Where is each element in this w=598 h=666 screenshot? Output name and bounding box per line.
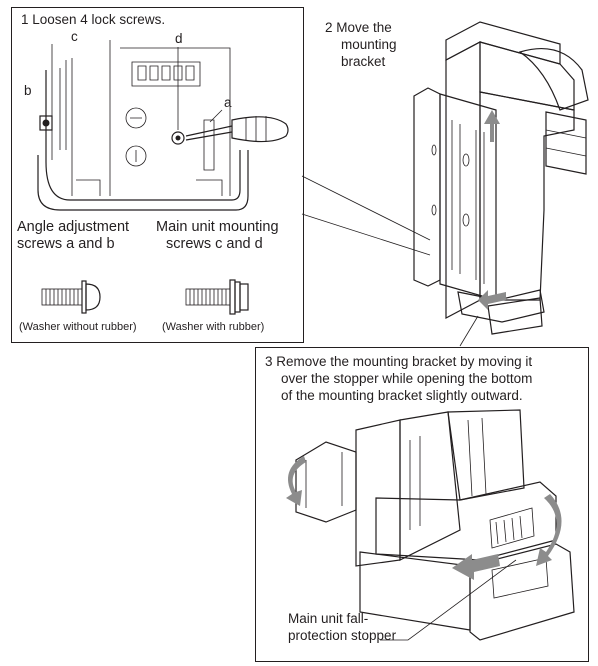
callout-b: b — [24, 83, 32, 98]
stopper-leader — [380, 559, 517, 641]
step1-instruction: 1 Loosen 4 lock screws. — [21, 12, 166, 27]
angle-adjustment-label-line1: Angle adjustment — [17, 219, 130, 235]
step3-instruction-line3: of the mounting bracket slightly outward… — [281, 388, 523, 403]
screwdriver-icon — [185, 116, 289, 143]
callout-a: a — [224, 95, 232, 110]
move-left-arrow-icon — [478, 290, 506, 310]
zoom-connector-top — [301, 175, 431, 241]
step2-instruction-line1: 2 Move the — [325, 20, 392, 35]
callout-d: d — [175, 31, 183, 46]
slide-left-arrow-icon — [452, 554, 500, 580]
rotate-down-arrow-icon — [536, 494, 562, 566]
main-unit-mounting-label-line2: screws c and d — [166, 236, 263, 252]
stopper-label-line2: protection stopper — [288, 628, 397, 643]
open-outward-arrow-icon — [286, 456, 306, 506]
step3-instruction-line2: over the stopper while opening the botto… — [281, 371, 533, 386]
washer-with-rubber-label: (Washer with rubber) — [162, 321, 265, 333]
unit-housing-closeup — [37, 40, 249, 211]
stopper-label-line1: Main unit fall- — [288, 611, 369, 626]
screw-d-icon — [171, 131, 185, 145]
step3-instruction-line1: 3 Remove the mounting bracket by moving … — [265, 354, 533, 369]
zoom-connector-step3 — [459, 315, 479, 347]
screw-washer-without-rubber-icon — [41, 280, 101, 314]
bracket-closeup — [295, 409, 525, 567]
callout-a-leader — [209, 109, 223, 123]
washer-without-rubber-label: (Washer without rubber) — [19, 321, 137, 333]
callout-c: c — [71, 29, 78, 44]
step1-panel — [11, 7, 304, 343]
angle-adjustment-label-line2: screws a and b — [17, 236, 115, 252]
zoom-connector-bottom — [301, 213, 431, 256]
main-unit-mounting-label-line1: Main unit mounting — [156, 219, 279, 235]
step3-panel — [255, 347, 589, 662]
step2-instruction-line2: mounting — [341, 37, 397, 52]
step2-instruction-line3: bracket — [341, 54, 386, 69]
move-up-arrow-icon — [484, 110, 500, 142]
unit-closeup — [359, 481, 575, 641]
screw-washer-with-rubber-icon — [185, 279, 249, 315]
